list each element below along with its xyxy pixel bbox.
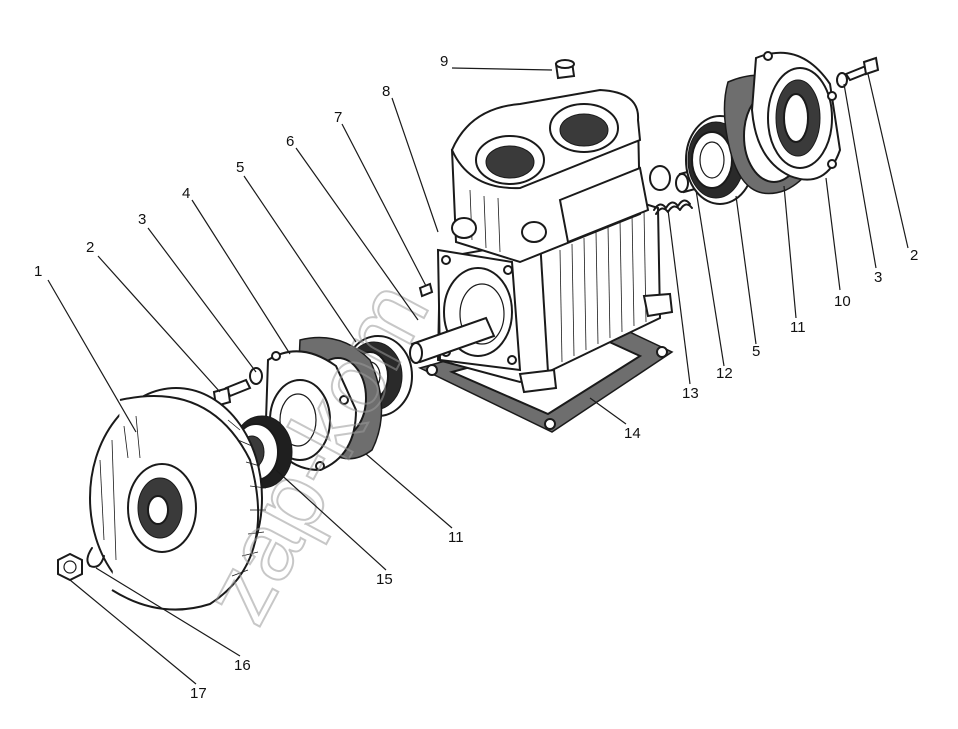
crankshaft bbox=[409, 282, 496, 364]
callout-5-left: 5 bbox=[236, 159, 244, 176]
rear-bolt bbox=[836, 56, 880, 88]
callout-1: 1 bbox=[34, 263, 42, 280]
callout-5-right: 5 bbox=[752, 343, 760, 360]
front-bolt bbox=[212, 367, 263, 408]
callout-3-right: 3 bbox=[874, 269, 882, 286]
rear-cover bbox=[750, 51, 842, 181]
callout-2-right: 2 bbox=[910, 247, 918, 264]
callout-8: 8 bbox=[382, 83, 390, 100]
callout-13: 13 bbox=[682, 385, 699, 402]
callout-7: 7 bbox=[334, 109, 342, 126]
callout-2-left: 2 bbox=[86, 239, 94, 256]
leader-lines bbox=[47, 67, 909, 685]
callout-15: 15 bbox=[376, 571, 393, 588]
callout-10: 10 bbox=[834, 293, 851, 310]
callout-11-left: 11 bbox=[448, 529, 464, 546]
plug bbox=[554, 59, 576, 80]
callout-11-right: 11 bbox=[790, 319, 806, 336]
callout-4: 4 bbox=[182, 185, 190, 202]
callout-6: 6 bbox=[286, 133, 294, 150]
callout-12: 12 bbox=[716, 365, 733, 382]
callout-9: 9 bbox=[440, 53, 448, 70]
pulley bbox=[89, 387, 267, 611]
nut bbox=[57, 552, 83, 582]
callout-3-left: 3 bbox=[138, 211, 146, 228]
callout-14: 14 bbox=[624, 425, 641, 442]
cylinder-block bbox=[450, 88, 671, 264]
callout-16: 16 bbox=[234, 657, 251, 674]
spring bbox=[653, 199, 693, 215]
lock-ring bbox=[86, 547, 105, 568]
callouts: 1 2 3 4 5 6 7 8 9 2 3 10 11 5 12 13 14 1… bbox=[34, 53, 918, 702]
callout-17: 17 bbox=[190, 685, 207, 702]
